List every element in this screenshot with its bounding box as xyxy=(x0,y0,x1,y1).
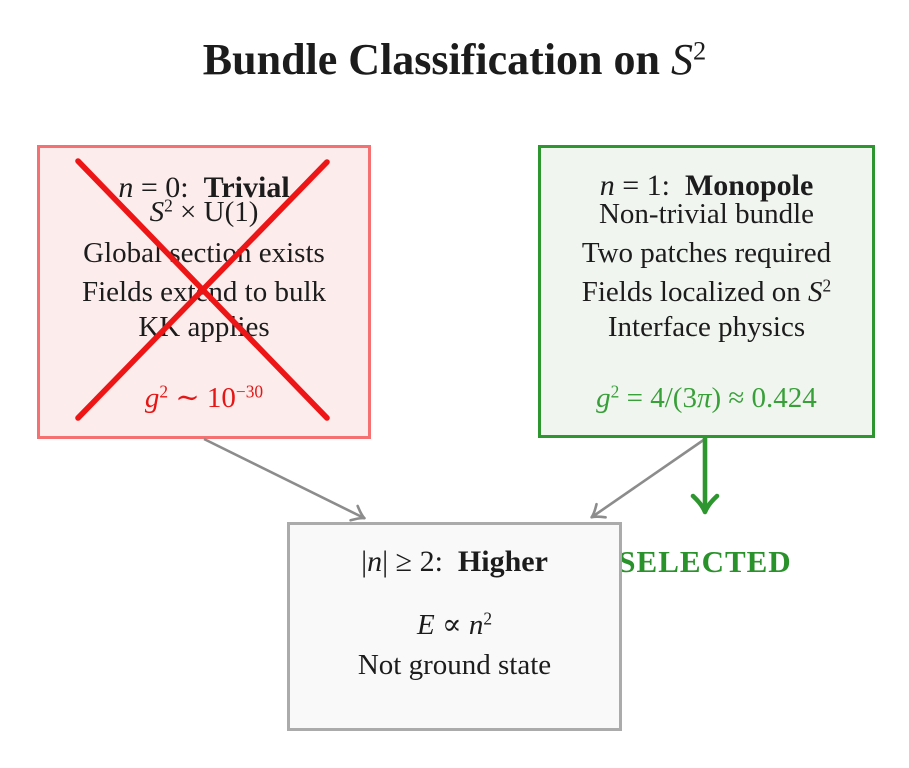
monopole-line-patches: Two patches required xyxy=(581,237,832,269)
higher-box: |n| ≥ 2: Higher E ∝ n2 Not ground state xyxy=(287,522,622,731)
monopole-coupling-formula: g2 = 4/(3π) ≈ 0.424 xyxy=(596,381,817,414)
higher-line-energy: E ∝ n2 xyxy=(416,608,493,641)
trivial-line-section: Global section exists xyxy=(83,237,325,269)
selected-label: SELECTED xyxy=(618,544,792,579)
monopole-heading: n = 1: Monopole xyxy=(599,169,814,202)
trivial-line-fields: Fields extend to bulk xyxy=(81,276,327,308)
monopole-line-bundle: Non-trivial bundle xyxy=(598,198,815,230)
arrow-monopole-to-higher xyxy=(590,437,706,519)
trivial-line-kk: KK applies xyxy=(138,311,270,343)
higher-heading: |n| ≥ 2: Higher xyxy=(361,545,548,578)
monopole-line-interface: Interface physics xyxy=(607,311,806,343)
trivial-line-bundle: S2 × U(1) xyxy=(149,195,259,228)
monopole-box: n = 1: Monopole Non-trivial bundle Two p… xyxy=(538,145,875,438)
trivial-box: n = 0: Trivial S2 × U(1) Global section … xyxy=(37,145,371,439)
page-title: Bundle Classification on S2 xyxy=(202,35,707,84)
monopole-line-fields: Fields localized on S2 xyxy=(581,275,832,308)
higher-line-ground: Not ground state xyxy=(357,649,552,681)
trivial-coupling-formula: g2 ∼ 10−30 xyxy=(144,381,264,414)
arrow-trivial-to-higher xyxy=(203,437,366,522)
